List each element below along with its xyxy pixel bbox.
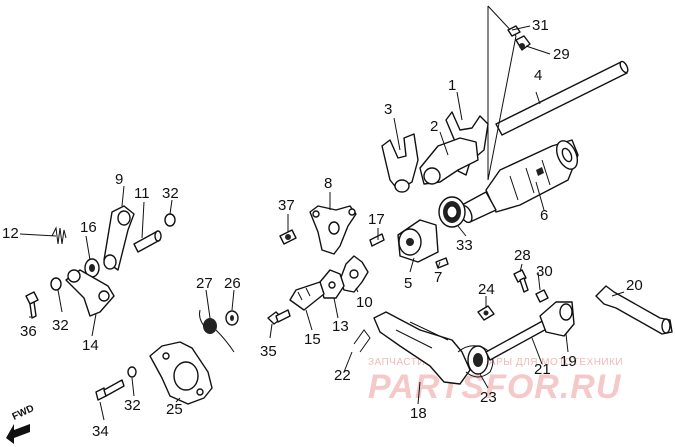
star-cam [339, 255, 369, 293]
callout-16: 16 [80, 219, 97, 236]
forward-direction-marker: FWD [6, 403, 36, 444]
guide-plate [289, 281, 325, 311]
callout-6: 6 [540, 207, 548, 224]
washer-left [50, 277, 62, 291]
arm-bolt [513, 269, 529, 293]
callout-29: 29 [553, 46, 570, 63]
shift-fork-3 [381, 133, 419, 193]
lever-arm [539, 301, 575, 337]
callout-8: 8 [324, 175, 332, 192]
callout-31: 31 [532, 17, 549, 34]
watermark-caption: ЗАПЧАСТИ И АКСЕССУАРЫ ДЛЯ МОТОТЕХНИКИ [368, 357, 623, 368]
return-spring [51, 226, 67, 245]
callout-32-top: 32 [162, 185, 179, 202]
guide-bolt [267, 309, 291, 325]
shift-arm [103, 205, 135, 271]
callout-17: 17 [368, 211, 385, 228]
bracket-plate [149, 341, 213, 405]
washer-bottom [127, 366, 137, 378]
stopper-pin [133, 230, 162, 253]
spindle-shaft [485, 317, 553, 361]
plate-bolt [279, 229, 297, 245]
fork-shaft [495, 60, 629, 136]
callout-1: 1 [448, 77, 456, 94]
pivot-bolt [477, 305, 495, 321]
callout-11: 11 [134, 185, 150, 202]
small-bolt [25, 291, 39, 319]
drum-bolt [507, 25, 531, 51]
cover-plate [309, 205, 357, 255]
spring-collar [225, 310, 239, 326]
callout-35: 35 [260, 343, 277, 360]
callout-26: 26 [224, 275, 241, 292]
callout-28: 28 [514, 247, 531, 264]
callout-21: 21 [534, 361, 551, 378]
callout-25: 25 [166, 401, 183, 418]
callout-23: 23 [480, 389, 497, 406]
stopper-plate [65, 269, 115, 317]
callout-9: 9 [115, 171, 123, 188]
callout-37: 37 [278, 197, 295, 214]
callout-18: 18 [410, 405, 427, 422]
shift-lever [373, 311, 471, 385]
callout-13: 13 [332, 318, 349, 335]
callout-22: 22 [334, 367, 351, 384]
callout-7: 7 [434, 269, 442, 286]
callout-19: 19 [560, 353, 577, 370]
star-plate [319, 269, 345, 299]
callout-32-left: 32 [52, 317, 69, 334]
drum-bearing [438, 196, 466, 228]
dowel-pin [369, 233, 385, 247]
callout-10: 10 [356, 294, 373, 311]
callout-4: 4 [534, 67, 542, 84]
callout-12: 12 [2, 225, 19, 242]
callout-2: 2 [430, 118, 438, 135]
callout-24: 24 [478, 281, 495, 298]
callout-27: 27 [196, 275, 213, 292]
torsion-spring [199, 309, 235, 353]
small-pin [435, 257, 449, 269]
arm-pin [535, 289, 549, 303]
callout-30: 30 [536, 263, 553, 280]
washer-top [164, 213, 176, 227]
watermark-brand: PARTSFOR.RU [368, 368, 622, 406]
callout-20: 20 [626, 277, 643, 294]
callout-5: 5 [404, 275, 412, 292]
group-bracket-line-diag [487, 35, 517, 181]
callout-34: 34 [92, 423, 109, 440]
callout-36: 36 [20, 323, 37, 340]
shift-spindle [595, 285, 673, 335]
callout-14: 14 [82, 337, 99, 354]
callout-3: 3 [384, 101, 392, 118]
clip-spring [353, 329, 371, 353]
leader-lines [19, 25, 625, 421]
callout-33: 33 [456, 237, 473, 254]
shift-fork-2 [419, 137, 479, 185]
fwd-label: FWD [11, 403, 36, 423]
callout-15: 15 [304, 331, 321, 348]
callout-32-bottom: 32 [124, 397, 141, 414]
shift-drum-center [397, 219, 439, 263]
long-bolt [95, 379, 125, 401]
shift-drum [459, 139, 579, 224]
callout-numbers: 1 2 3 4 5 6 7 8 9 10 11 12 13 14 15 16 1… [2, 17, 643, 440]
